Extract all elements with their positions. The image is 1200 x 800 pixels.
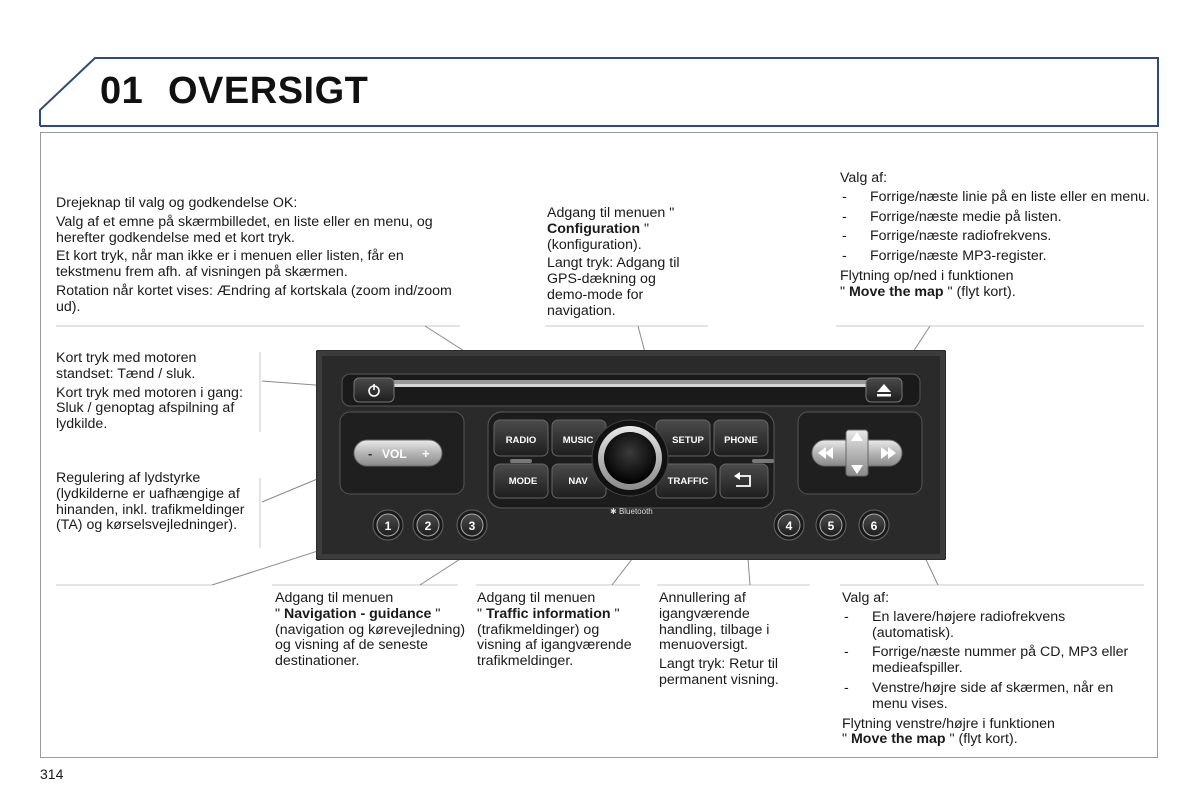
svg-text:NAV: NAV — [568, 476, 588, 487]
svg-text:3: 3 — [469, 519, 476, 533]
list-item: Forrige/næste nummer på CD, MP3 eller me… — [842, 645, 1142, 677]
chapter-title: OVERSIGT — [168, 70, 369, 112]
volume-control[interactable]: - VOL + — [353, 439, 443, 467]
svg-text:-: - — [368, 446, 372, 461]
preset-5-button[interactable]: 5 — [815, 509, 847, 541]
phone-button[interactable]: PHONE — [713, 419, 769, 457]
page-number: 314 — [40, 766, 64, 782]
bluetooth-label: ✱ Bluetooth — [610, 507, 653, 516]
svg-text:+: + — [422, 446, 430, 461]
down-arrow-icon — [851, 465, 863, 474]
svg-text:6: 6 — [871, 519, 878, 533]
mode-button[interactable]: MODE — [493, 463, 549, 499]
callout-setup: Adgang til menuen " Configuration " (kon… — [547, 205, 680, 319]
svg-text:RADIO: RADIO — [506, 435, 537, 446]
right-arrow-icon — [888, 447, 896, 459]
callout-up-down: Valg af: Forrige/næste linie på en liste… — [840, 170, 1150, 304]
direction-pad[interactable] — [811, 429, 903, 477]
svg-text:MUSIC: MUSIC — [563, 435, 594, 446]
preset-3-button[interactable]: 3 — [456, 509, 488, 541]
radio-button[interactable]: RADIO — [493, 419, 549, 457]
chapter-header-frame — [39, 57, 1159, 127]
callout-power: Kort tryk med motoren standset: Tænd / s… — [56, 350, 243, 433]
list-item: Forrige/næste medie på listen. — [840, 209, 1150, 226]
radio-unit: - VOL + RADIO MUSIC SETUP PHONE MODE N — [316, 350, 946, 560]
back-arrow-icon — [736, 475, 751, 487]
preset-1-button[interactable]: 1 — [372, 509, 404, 541]
power-button[interactable] — [353, 377, 395, 403]
svg-text:PHONE: PHONE — [724, 435, 758, 446]
list-item: Forrige/næste linie på en liste eller en… — [840, 189, 1150, 206]
up-arrow-icon — [851, 432, 863, 441]
callout-traffic: Adgang til menuen " Traffic information … — [477, 590, 632, 670]
svg-text:MODE: MODE — [509, 476, 538, 487]
svg-text:VOL: VOL — [382, 447, 407, 461]
svg-text:TRAFFIC: TRAFFIC — [668, 476, 709, 487]
preset-buttons[interactable]: 1 2 3 4 5 6 — [372, 509, 890, 541]
svg-text:4: 4 — [786, 519, 793, 533]
svg-text:SETUP: SETUP — [672, 435, 704, 446]
setup-button[interactable]: SETUP — [655, 419, 711, 457]
callout-left-right: Valg af: En lavere/højere radiofrekvens … — [842, 590, 1142, 751]
rotary-knob[interactable] — [591, 419, 669, 497]
callout-volume: Regulering af lydstyrke (lydkilderne er … — [56, 470, 245, 534]
back-button[interactable] — [719, 463, 769, 499]
preset-6-button[interactable]: 6 — [858, 509, 890, 541]
preset-2-button[interactable]: 2 — [412, 509, 444, 541]
svg-text:1: 1 — [385, 519, 392, 533]
chapter-number: 01 — [100, 70, 144, 112]
list-item: En lavere/højere radiofrekvens (automati… — [842, 609, 1142, 642]
eject-button[interactable] — [865, 377, 903, 403]
list-item: Venstre/højre side af skærmen, når en me… — [842, 680, 1142, 713]
list-item: Forrige/næste radiofrekvens. — [840, 229, 1150, 245]
preset-4-button[interactable]: 4 — [773, 509, 805, 541]
callout-back: Annullering af igangværende handling, ti… — [659, 590, 779, 688]
svg-text:5: 5 — [828, 519, 835, 533]
callout-navigation: Adgang til menuen " Navigation - guidanc… — [275, 590, 466, 670]
content-frame — [40, 132, 1158, 758]
callout-knob: Drejeknap til valg og godkendelse OK: Va… — [56, 195, 452, 315]
svg-text:2: 2 — [425, 519, 432, 533]
list-item: Forrige/næste MP3-register. — [840, 248, 1150, 265]
left-arrow-icon — [818, 447, 826, 459]
